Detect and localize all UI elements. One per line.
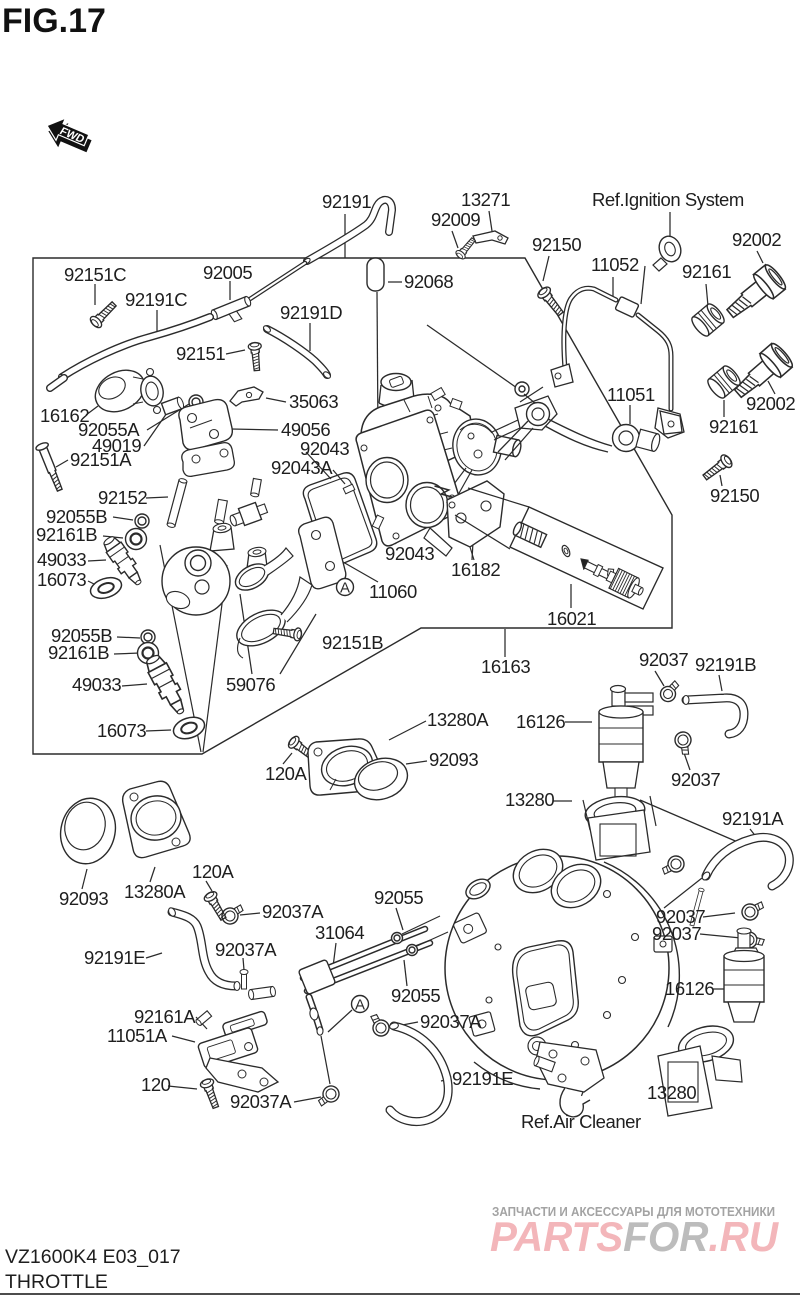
svg-text:FIG.17: FIG.17 — [2, 2, 106, 40]
svg-text:92055: 92055 — [391, 985, 440, 1006]
svg-text:49033: 49033 — [72, 674, 121, 695]
svg-text:92055A: 92055A — [78, 419, 140, 440]
svg-text:16163: 16163 — [481, 656, 530, 677]
svg-text:16182: 16182 — [451, 559, 500, 580]
svg-text:92055: 92055 — [374, 887, 423, 908]
svg-text:16073: 16073 — [37, 569, 86, 590]
svg-text:16073: 16073 — [97, 720, 146, 741]
svg-text:92151C: 92151C — [64, 264, 126, 285]
svg-text:92161B: 92161B — [48, 642, 109, 663]
svg-text:13280: 13280 — [505, 789, 554, 810]
svg-text:92043: 92043 — [385, 543, 434, 564]
svg-text:92005: 92005 — [203, 262, 252, 283]
svg-text:Ref.Ignition System: Ref.Ignition System — [592, 189, 744, 210]
svg-text:92151: 92151 — [176, 343, 225, 364]
svg-text:92068: 92068 — [404, 271, 453, 292]
svg-text:13280A: 13280A — [124, 881, 186, 902]
svg-text:92043: 92043 — [300, 438, 349, 459]
svg-text:92055B: 92055B — [46, 506, 107, 527]
svg-text:92191A: 92191A — [722, 808, 784, 829]
svg-text:120: 120 — [141, 1074, 171, 1095]
svg-text:13280: 13280 — [647, 1082, 696, 1103]
svg-text:31064: 31064 — [315, 922, 364, 943]
svg-text:Ref.Air Cleaner: Ref.Air Cleaner — [521, 1111, 641, 1132]
svg-text:16126: 16126 — [516, 711, 565, 732]
svg-text:92093: 92093 — [429, 749, 478, 770]
svg-text:11052: 11052 — [591, 254, 639, 275]
svg-text:92191E: 92191E — [452, 1068, 513, 1089]
svg-text:PARTSFOR.RU: PARTSFOR.RU — [490, 1213, 780, 1260]
svg-text:92191B: 92191B — [695, 654, 756, 675]
svg-text:ЗАПЧАСТИ И АКСЕССУАРЫ ДЛЯ МОТО: ЗАПЧАСТИ И АКСЕССУАРЫ ДЛЯ МОТОТЕХНИКИ — [492, 1204, 775, 1219]
svg-text:16126: 16126 — [665, 978, 714, 999]
svg-text:92037A: 92037A — [262, 901, 324, 922]
svg-text:92037: 92037 — [639, 649, 688, 670]
svg-text:120A: 120A — [192, 861, 235, 882]
svg-text:THROTTLE: THROTTLE — [5, 1271, 108, 1293]
svg-text:120A: 120A — [265, 763, 308, 784]
svg-text:92043A: 92043A — [271, 457, 333, 478]
svg-text:92191D: 92191D — [280, 302, 342, 323]
svg-text:49056: 49056 — [281, 419, 330, 440]
svg-text:13271: 13271 — [461, 189, 510, 210]
svg-text:92151A: 92151A — [70, 449, 132, 470]
svg-text:11060: 11060 — [369, 581, 417, 602]
svg-text:92150: 92150 — [532, 234, 581, 255]
svg-text:92037: 92037 — [652, 923, 701, 944]
svg-text:49019: 49019 — [92, 435, 141, 456]
svg-text:92009: 92009 — [431, 209, 480, 230]
svg-text:92161B: 92161B — [36, 524, 97, 545]
svg-text:92150: 92150 — [710, 485, 759, 506]
svg-text:92191E: 92191E — [84, 947, 145, 968]
svg-text:92191: 92191 — [322, 191, 371, 212]
svg-text:11051: 11051 — [607, 384, 655, 405]
svg-text:92002: 92002 — [746, 393, 795, 414]
svg-text:A: A — [355, 997, 365, 1014]
svg-text:92161: 92161 — [709, 416, 758, 437]
svg-text:16021: 16021 — [547, 608, 596, 629]
svg-text:92002: 92002 — [732, 229, 781, 250]
svg-text:92037A: 92037A — [230, 1091, 292, 1112]
svg-text:13280A: 13280A — [427, 709, 489, 730]
svg-text:92055B: 92055B — [51, 625, 112, 646]
svg-text:92037: 92037 — [671, 769, 720, 790]
svg-text:A: A — [340, 580, 350, 597]
svg-text:VZ1600K4 E03_017: VZ1600K4 E03_017 — [5, 1246, 181, 1268]
svg-text:92191C: 92191C — [125, 289, 187, 310]
svg-text:92093: 92093 — [59, 888, 108, 909]
svg-text:92161A: 92161A — [134, 1006, 196, 1027]
svg-text:92152: 92152 — [98, 487, 147, 508]
svg-text:92151B: 92151B — [322, 632, 383, 653]
svg-text:92037A: 92037A — [420, 1011, 482, 1032]
svg-text:35063: 35063 — [289, 391, 338, 412]
svg-text:92161: 92161 — [682, 261, 731, 282]
svg-text:49033: 49033 — [37, 549, 86, 570]
svg-text:59076: 59076 — [226, 674, 275, 695]
svg-text:92037: 92037 — [656, 906, 705, 927]
svg-text:11051A: 11051A — [107, 1025, 168, 1046]
svg-text:16162: 16162 — [40, 405, 89, 426]
svg-text:92037A: 92037A — [215, 939, 277, 960]
